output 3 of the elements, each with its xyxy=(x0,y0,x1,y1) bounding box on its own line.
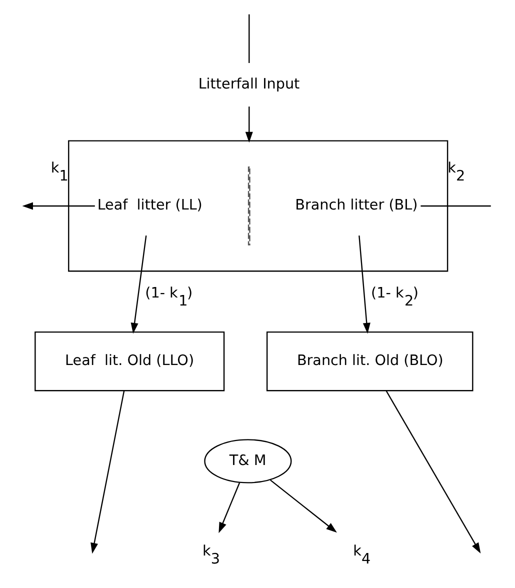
node-text: Leaf litter (LL) xyxy=(97,198,202,214)
node-text: Litterfall Input xyxy=(198,76,300,92)
node-text: Branch litter (BL) xyxy=(295,198,418,214)
